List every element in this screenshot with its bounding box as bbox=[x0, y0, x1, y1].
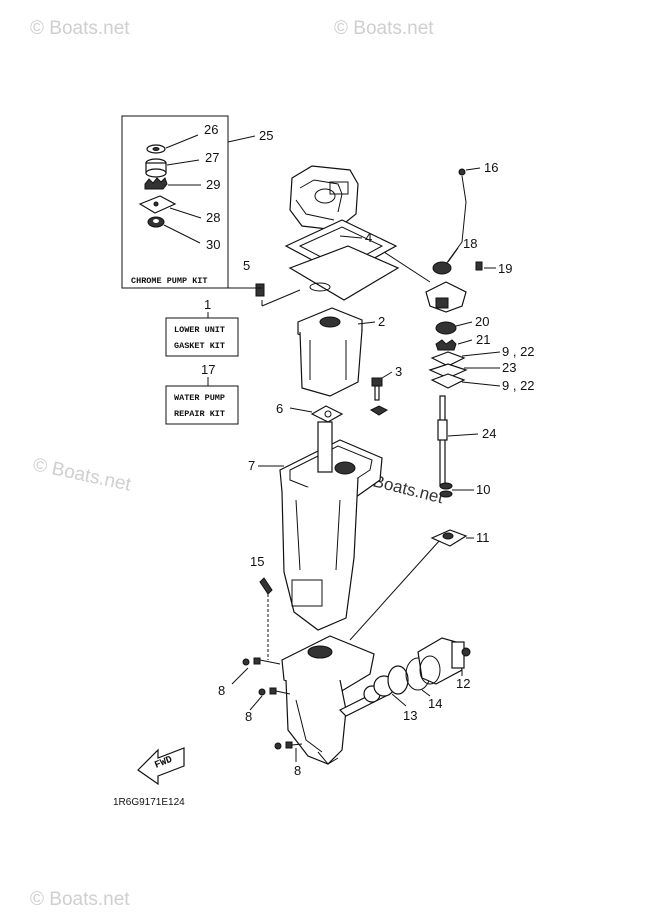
callout-26: 26 bbox=[204, 122, 218, 137]
upper-housing-casting bbox=[289, 165, 359, 231]
callout-6: 6 bbox=[276, 401, 283, 416]
watermark-bottom-left: © Boats.net bbox=[30, 889, 130, 910]
gasket-6: 6 bbox=[276, 401, 344, 423]
callout-16: 16 bbox=[484, 160, 498, 175]
drive-shaft-housing: 7 bbox=[248, 421, 383, 631]
callout-30: 30 bbox=[206, 237, 220, 252]
callout-15: 15 bbox=[250, 554, 264, 569]
callout-13: 13 bbox=[403, 708, 417, 723]
watermark-center: Boats.net bbox=[371, 471, 446, 507]
callout-2: 2 bbox=[378, 314, 385, 329]
callout-10: 10 bbox=[476, 482, 490, 497]
callout-1: 1 bbox=[204, 297, 211, 312]
callout-25: 25 bbox=[259, 128, 273, 143]
mounting-plate bbox=[288, 245, 400, 301]
watermarks: © Boats.net © Boats.net © Boats.net © Bo… bbox=[30, 18, 446, 910]
callout-7: 7 bbox=[248, 458, 255, 473]
callout-8c: 8 bbox=[294, 763, 301, 778]
callout-3: 3 bbox=[395, 364, 402, 379]
callout-24: 24 bbox=[482, 426, 496, 441]
watermark-top-left: © Boats.net bbox=[30, 18, 130, 39]
callout-8a: 8 bbox=[218, 683, 225, 698]
diagram-code: 1R6G9171E124 bbox=[113, 797, 185, 808]
callout-14: 14 bbox=[428, 696, 442, 711]
callout-8b: 8 bbox=[245, 709, 252, 724]
callout-20: 20 bbox=[475, 314, 489, 329]
bolt-5 bbox=[255, 283, 265, 297]
forward-arrow-icon: FWD bbox=[137, 747, 185, 786]
water-pump-kit-line2: REPAIR KIT bbox=[174, 409, 225, 419]
callout-21: 21 bbox=[476, 332, 490, 347]
lower-gearcase bbox=[281, 635, 375, 765]
lower-unit-gasket-kit-box: LOWER UNIT GASKET KIT bbox=[165, 317, 239, 357]
callout-18: 18 bbox=[463, 236, 477, 251]
callout-23: 23 bbox=[502, 360, 516, 375]
callout-4: 4 bbox=[365, 230, 372, 245]
callout-29: 29 bbox=[206, 177, 220, 192]
lower-unit-kit-line2: GASKET KIT bbox=[174, 341, 225, 351]
callout-9-22-upper: 9 , 22 bbox=[502, 344, 535, 359]
callout-11: 11 bbox=[476, 530, 490, 545]
bolts-8: 8 8 8 bbox=[218, 657, 303, 778]
shift-rod-group: 16 18 19 20 21 9 , 22 23 9 , 22 24 10 bbox=[425, 160, 535, 547]
callout-27: 27 bbox=[205, 150, 219, 165]
watermark-mid-left: © Boats.net bbox=[31, 454, 133, 495]
pump-housing-2: 2 bbox=[297, 307, 385, 397]
callout-17: 17 bbox=[201, 362, 215, 377]
callout-9-22-lower: 9 , 22 bbox=[502, 378, 535, 393]
water-pump-kit-line1: WATER PUMP bbox=[174, 393, 225, 403]
bolt-3: 3 bbox=[369, 364, 402, 416]
lower-unit-kit-line1: LOWER UNIT bbox=[174, 325, 225, 335]
callout-5: 5 bbox=[243, 258, 250, 273]
callout-28: 28 bbox=[206, 210, 220, 225]
callout-19: 19 bbox=[498, 261, 512, 276]
chrome-pump-kit-label: CHROME PUMP KIT bbox=[131, 276, 208, 286]
water-pump-repair-kit-box: WATER PUMP REPAIR KIT bbox=[165, 385, 239, 425]
watermark-top-center: © Boats.net bbox=[334, 18, 434, 39]
pin-15 bbox=[259, 577, 273, 595]
prop-shaft-assembly: 13 14 12 bbox=[338, 637, 471, 723]
chrome-pump-kit-box: CHROME PUMP KIT 26 27 29 28 30 bbox=[121, 115, 229, 289]
callout-12: 12 bbox=[456, 676, 470, 691]
